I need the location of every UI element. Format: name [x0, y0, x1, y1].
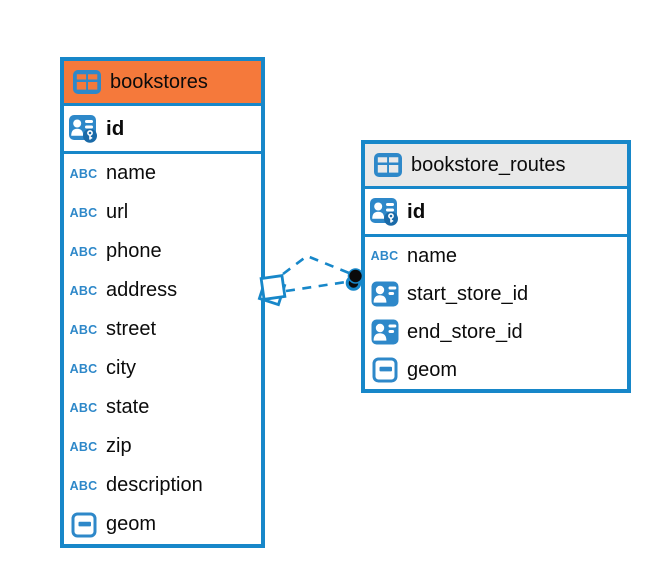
- relationship-line[interactable]: [282, 254, 350, 276]
- table-title: bookstores: [110, 70, 208, 93]
- table-row[interactable]: geom: [64, 505, 261, 544]
- relationship-line[interactable]: [285, 280, 347, 293]
- column-name: description: [106, 474, 203, 496]
- text-type-icon: ABC: [69, 478, 98, 493]
- table-row[interactable]: ABC state: [64, 388, 261, 427]
- table-row[interactable]: ABC street: [64, 310, 261, 349]
- column-name: phone: [106, 240, 162, 262]
- relationship-link[interactable]: [257, 254, 364, 307]
- column-name: state: [106, 396, 150, 418]
- table-row[interactable]: ABC phone: [64, 232, 261, 271]
- table-row[interactable]: end_store_id: [365, 313, 627, 351]
- reference-type-icon: [369, 319, 400, 345]
- column-name: end_store_id: [407, 320, 523, 343]
- table-row[interactable]: start_store_id: [365, 275, 627, 313]
- entity-table-bookstore-routes[interactable]: bookstore_routes id ABC name: [361, 140, 631, 393]
- text-type-icon: ABC: [69, 166, 98, 181]
- table-icon: [372, 152, 403, 178]
- column-name: name: [106, 162, 157, 184]
- text-type-icon: ABC: [69, 439, 98, 454]
- table-row[interactable]: ABC address: [64, 271, 261, 310]
- text-type-icon: ABC: [69, 322, 98, 337]
- table-row[interactable]: ABC city: [64, 349, 261, 388]
- primary-key-row[interactable]: id: [365, 189, 627, 237]
- table-row[interactable]: geom: [365, 351, 627, 389]
- table-header-bookstores[interactable]: bookstores: [64, 61, 261, 106]
- text-type-icon: ABC: [370, 249, 399, 263]
- primary-key-row[interactable]: id: [64, 106, 261, 154]
- column-name: geom: [106, 513, 157, 535]
- text-type-icon: ABC: [69, 283, 98, 298]
- column-name: id: [407, 199, 426, 223]
- table-row[interactable]: ABC name: [64, 154, 261, 193]
- reference-type-icon: [369, 281, 400, 307]
- primary-key-icon: [68, 114, 99, 144]
- column-name: address: [106, 279, 178, 301]
- table-row[interactable]: ABC name: [365, 237, 627, 275]
- table-header-bookstore-routes[interactable]: bookstore_routes: [365, 144, 627, 189]
- column-name: street: [106, 318, 157, 340]
- column-name: url: [106, 201, 129, 223]
- text-type-icon: ABC: [69, 361, 98, 376]
- table-row[interactable]: ABC zip: [64, 427, 261, 466]
- text-type-icon: ABC: [69, 205, 98, 220]
- column-name: start_store_id: [407, 282, 529, 305]
- entity-table-bookstores[interactable]: bookstores id ABC name: [60, 57, 265, 548]
- table-title: bookstore_routes: [411, 153, 566, 176]
- text-type-icon: ABC: [69, 244, 98, 259]
- column-name: id: [106, 116, 125, 140]
- column-name: geom: [407, 358, 458, 381]
- column-name: city: [106, 357, 136, 379]
- geometry-type-icon: [369, 357, 400, 383]
- text-type-icon: ABC: [69, 400, 98, 415]
- column-name: zip: [106, 435, 132, 457]
- table-row[interactable]: ABC description: [64, 466, 261, 505]
- table-icon: [71, 69, 102, 95]
- geometry-type-icon: [68, 512, 99, 538]
- primary-key-icon: [369, 197, 400, 227]
- table-row[interactable]: ABC url: [64, 193, 261, 232]
- column-name: name: [407, 244, 458, 267]
